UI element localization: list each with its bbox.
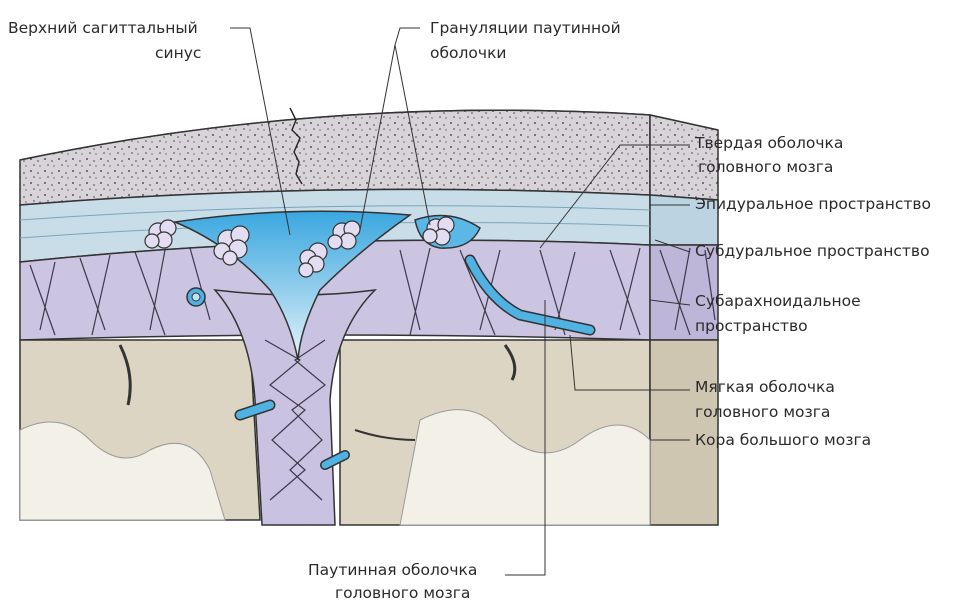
label-pia-mater: Мягкая оболочка — [695, 378, 835, 396]
label-dura-mater: Твердая оболочка — [694, 134, 843, 152]
label-subdural-space: Субдуральное пространство — [695, 242, 930, 260]
label-arachnoid-mater: Паутинная оболочка — [308, 561, 477, 579]
label-superior-sagittal-sinus: Верхний сагиттальный — [8, 19, 198, 37]
label-subarachnoid-space: Субарахноидальное — [695, 292, 861, 310]
label-arachnoid-granulations: Грануляции паутинной — [430, 19, 621, 37]
label-cerebral-cortex: Кора большого мозга — [695, 431, 871, 449]
label-pia-mater-2: головного мозга — [695, 403, 830, 421]
label-superior-sagittal-sinus-2: синус — [155, 44, 201, 62]
label-subarachnoid-space-2: пространство — [695, 317, 808, 335]
label-epidural-space: Эпидуральное пространство — [695, 195, 931, 213]
label-arachnoid-granulations-2: оболочки — [430, 44, 507, 62]
label-dura-mater-2: головного мозга — [698, 158, 833, 176]
label-arachnoid-mater-2: головного мозга — [335, 584, 470, 602]
